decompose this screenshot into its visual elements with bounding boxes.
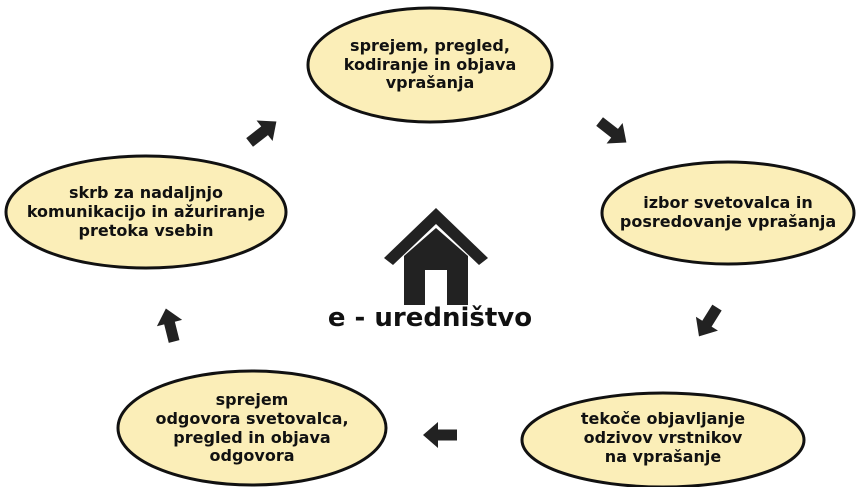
- node-peer-responses-text: tekoče objavljanje odzivov vrstnikov na …: [580, 409, 746, 466]
- node-communication-care-text: skrb za nadaljnjo komunikacijo in ažurir…: [26, 183, 266, 240]
- arrow-2-to-3: [695, 304, 722, 337]
- node-question-intake: sprejem, pregled, kodiranje in objava vp…: [306, 6, 554, 124]
- arrow-1-to-2: [596, 117, 627, 144]
- node-ellipse-5: [4, 154, 288, 270]
- node-advisor-selection-text: izbor svetovalca in posredovanje vprašan…: [619, 193, 837, 231]
- house-icon: [384, 208, 488, 305]
- arrow-3-to-4: [423, 422, 457, 448]
- node-advisor-selection: izbor svetovalca in posredovanje vprašan…: [600, 160, 856, 266]
- node-answer-review-text: sprejem odgovora svetovalca, pregled in …: [155, 389, 349, 466]
- node-ellipse-1: [306, 6, 554, 124]
- node-communication-care: skrb za nadaljnjo komunikacijo in ažurir…: [4, 155, 288, 270]
- node-question-intake-text: sprejem, pregled, kodiranje in objava vp…: [343, 35, 517, 93]
- arrow-4-to-5: [156, 308, 183, 343]
- node-peer-responses: tekoče objavljanje odzivov vrstnikov na …: [520, 390, 806, 487]
- node-ellipse-3: [520, 391, 806, 487]
- center-label: e - uredništvo: [327, 303, 533, 333]
- node-answer-review: sprejem odgovora svetovalca, pregled in …: [116, 370, 388, 487]
- node-ellipse-4: [116, 369, 388, 487]
- arrow-5-to-1: [246, 120, 277, 147]
- node-ellipse-2: [600, 160, 856, 266]
